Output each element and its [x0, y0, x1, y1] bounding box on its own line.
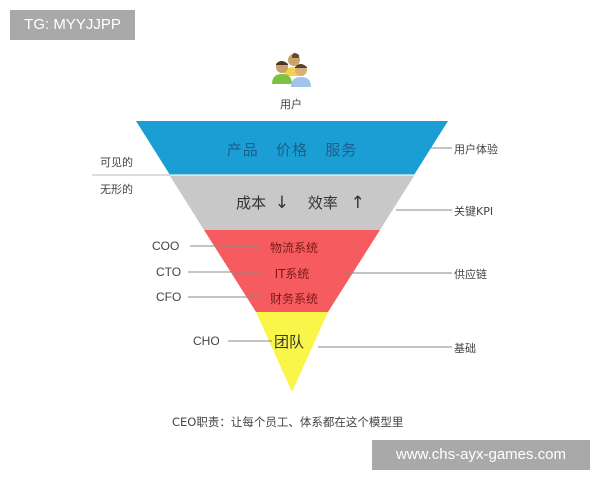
- label-user-experience: 用户体验: [454, 143, 498, 156]
- label-invisible: 无形的: [100, 183, 133, 196]
- arrow-down-icon: ↓: [274, 193, 290, 213]
- layer-kpi: [170, 176, 414, 230]
- customer-layer-text: 产品 价格 服务: [226, 141, 358, 159]
- cost-label: 成本: [236, 194, 267, 212]
- role-cho: CHO: [193, 334, 220, 348]
- watermark-top-left: TG: MYYJJPP: [10, 10, 135, 40]
- system-item-logistics: 物流系统: [269, 241, 318, 255]
- label-supply-chain: 供应链: [454, 268, 487, 281]
- system-item-finance: 财务系统: [269, 292, 318, 306]
- role-cto: CTO: [156, 265, 182, 279]
- label-visible: 可见的: [100, 156, 133, 169]
- ceo-caption: CEO职责：让每个员工、体系都在这个模型里: [172, 415, 404, 429]
- label-foundation: 基础: [454, 342, 476, 355]
- layer-systems: [204, 230, 380, 312]
- team-layer-text: 团队: [274, 333, 305, 351]
- role-coo: COO: [152, 239, 180, 253]
- layer-customer: [136, 121, 448, 175]
- layer-team: [256, 312, 328, 392]
- watermark-bottom-right: www.chs-ayx-games.com: [372, 440, 590, 470]
- efficiency-label: 效率: [307, 194, 338, 212]
- role-cfo: CFO: [156, 290, 182, 304]
- system-item-it: IT系统: [274, 267, 310, 281]
- users-group-icon: [272, 53, 311, 87]
- kpi-layer-text: 成本 ↓ 效率 ↑: [236, 192, 365, 213]
- users-label: 用户: [280, 98, 302, 111]
- label-key-kpi: 关键KPI: [454, 205, 494, 218]
- arrow-up-icon: ↑: [350, 193, 365, 213]
